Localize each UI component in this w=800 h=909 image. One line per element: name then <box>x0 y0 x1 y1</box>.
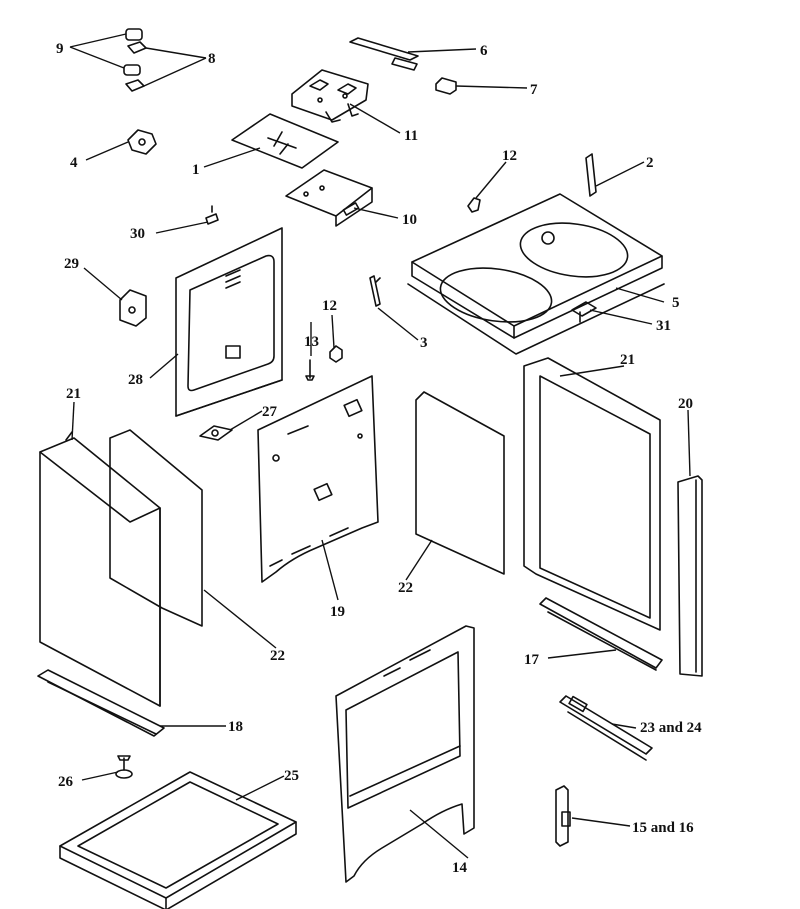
callout-15-and-16: 15 and 16 <box>632 820 694 836</box>
callout-1: 1 <box>192 162 200 178</box>
callout-28: 28 <box>128 372 143 388</box>
part-3-clip <box>369 275 381 307</box>
callout-22-left: 22 <box>270 648 285 664</box>
callout-8: 8 <box>208 51 216 67</box>
part-28-back-panel <box>175 227 283 417</box>
callout-11: 11 <box>404 128 418 144</box>
callout-18: 18 <box>228 719 243 735</box>
part-19-inner-panel <box>257 375 379 583</box>
callout-26: 26 <box>58 774 74 790</box>
part-22-left-insulation <box>109 429 203 627</box>
callout-31: 31 <box>656 318 671 334</box>
part-25-drawer <box>59 771 297 909</box>
callout-5: 5 <box>672 295 680 311</box>
callout-12-top: 12 <box>502 148 517 164</box>
part-30-screw <box>205 205 219 225</box>
callout-labels: 9 8 4 6 7 11 1 10 30 29 12 2 5 31 3 28 1… <box>56 41 702 876</box>
part-21-left-side-panel <box>39 431 161 707</box>
callout-21-left: 21 <box>66 386 81 402</box>
part-31-bracket <box>571 301 597 323</box>
part-6-strip <box>349 37 419 71</box>
callout-23-and-24: 23 and 24 <box>640 720 702 736</box>
callout-29: 29 <box>64 256 79 272</box>
callout-10: 10 <box>402 212 417 228</box>
part-10-mounting-bracket <box>285 169 373 227</box>
part-12-top-knob <box>467 197 481 213</box>
callout-4: 4 <box>70 155 78 171</box>
callout-22-center: 22 <box>398 580 413 596</box>
part-17-front-rail <box>539 597 663 671</box>
callout-13: 13 <box>304 334 319 350</box>
part-13-screw <box>305 359 315 381</box>
part-26-leveling-foot <box>115 755 133 779</box>
part-7-block <box>435 77 457 95</box>
part-20-trim-strip <box>677 475 703 677</box>
callout-30: 30 <box>130 226 145 242</box>
part-12-middle-knob <box>329 345 343 363</box>
part-22-center-panel <box>415 391 505 575</box>
callout-27: 27 <box>262 404 278 420</box>
part-21-right-side-frame <box>523 357 661 631</box>
callout-21-right: 21 <box>620 352 635 368</box>
part-2-rod <box>585 153 597 197</box>
part-15-16-latch-bracket <box>555 785 571 847</box>
part-23-24-hinge-rail <box>559 695 653 761</box>
callout-20: 20 <box>678 396 693 412</box>
callout-12-middle: 12 <box>322 298 337 314</box>
part-8-clips <box>125 41 147 92</box>
part-18-bottom-rail <box>37 669 165 737</box>
callout-7: 7 <box>530 82 538 98</box>
part-4-bracket <box>127 129 157 155</box>
callout-9: 9 <box>56 41 64 57</box>
leader-lines <box>69 33 691 859</box>
callout-25: 25 <box>284 768 299 784</box>
callout-2: 2 <box>646 155 654 171</box>
part-27-fitting <box>199 425 233 441</box>
part-14-front-frame <box>335 625 475 883</box>
part-5-cooktop <box>407 193 665 355</box>
callout-19: 19 <box>330 604 345 620</box>
callout-14: 14 <box>452 860 468 876</box>
part-29-tag <box>119 289 147 327</box>
callout-6: 6 <box>480 43 488 59</box>
part-1-cover-plate <box>231 113 339 169</box>
part-11-switch-bracket <box>291 69 369 123</box>
callout-3: 3 <box>420 335 428 351</box>
callout-17: 17 <box>524 652 540 668</box>
